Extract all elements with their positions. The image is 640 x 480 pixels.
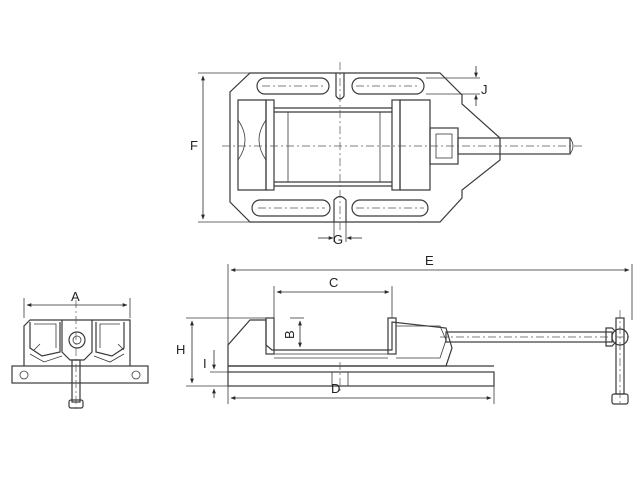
top-view-outline <box>229 72 501 223</box>
fixed-jaw <box>237 99 267 191</box>
dimension-label-f: F <box>190 138 198 153</box>
dimension-label-b: B <box>282 330 297 339</box>
front-view: A <box>11 289 149 410</box>
dimension-label-e: E <box>425 253 434 268</box>
side-view: E C B H I D <box>176 253 633 406</box>
side-body <box>227 319 453 372</box>
dimension-label-j: J <box>481 82 488 97</box>
slot-bottom-left <box>251 199 331 217</box>
slot-top-left <box>256 77 330 95</box>
side-base-plate <box>227 371 495 387</box>
slot-top-right <box>351 77 425 95</box>
dimension-label-c: C <box>329 275 338 290</box>
dimension-label-d: D <box>331 381 340 396</box>
fixed-jaw-plate <box>265 99 275 191</box>
moving-jaw <box>399 99 431 191</box>
front-body <box>23 319 131 366</box>
dimension-label-i: I <box>203 356 207 371</box>
top-view: F J G <box>190 62 585 247</box>
moving-jaw-plate <box>391 99 401 191</box>
slot-bottom-right <box>351 199 429 217</box>
front-screw-boss <box>68 331 86 349</box>
side-fixed-jaw <box>265 317 275 355</box>
dimension-label-g: G <box>333 232 343 247</box>
dimension-label-a: A <box>71 289 80 304</box>
dimension-label-h: H <box>176 342 185 357</box>
